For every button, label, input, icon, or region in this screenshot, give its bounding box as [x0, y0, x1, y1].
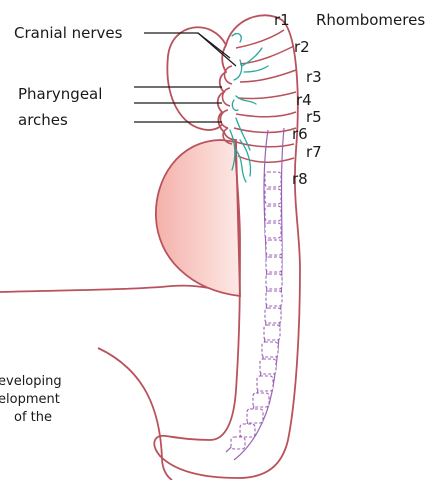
yolk-sac-outline	[0, 286, 240, 296]
pharyngeal-label-line1: Pharyngeal	[18, 85, 102, 103]
caption-fragment-3: of the	[14, 410, 52, 425]
pharyngeal-label-line2: arches	[18, 111, 68, 129]
rhombomere-label-r7: r7	[306, 143, 322, 161]
forebrain-outline	[167, 27, 226, 130]
rhombomere-label-r3: r3	[306, 68, 322, 86]
rhombomere-label-r6: r6	[292, 125, 308, 143]
caption-fragment-1: eveloping	[0, 374, 62, 389]
rhombomeres-label: Rhombomeres	[316, 11, 425, 29]
rhombomere-label-r4: r4	[296, 91, 312, 109]
rhombomere-label-r8: r8	[292, 170, 308, 188]
rhombomere-label-r5: r5	[306, 108, 322, 126]
rhombomere-label-r1: r1	[274, 11, 290, 29]
rhombomere-segment-lines	[234, 30, 296, 162]
rhombomere-label-r2: r2	[294, 38, 310, 56]
caption-fragment-2: elopment	[0, 392, 60, 407]
cranial-nerves-label: Cranial nerves	[14, 24, 123, 42]
heart-bulge	[156, 140, 240, 296]
stalk-outline	[98, 348, 172, 480]
